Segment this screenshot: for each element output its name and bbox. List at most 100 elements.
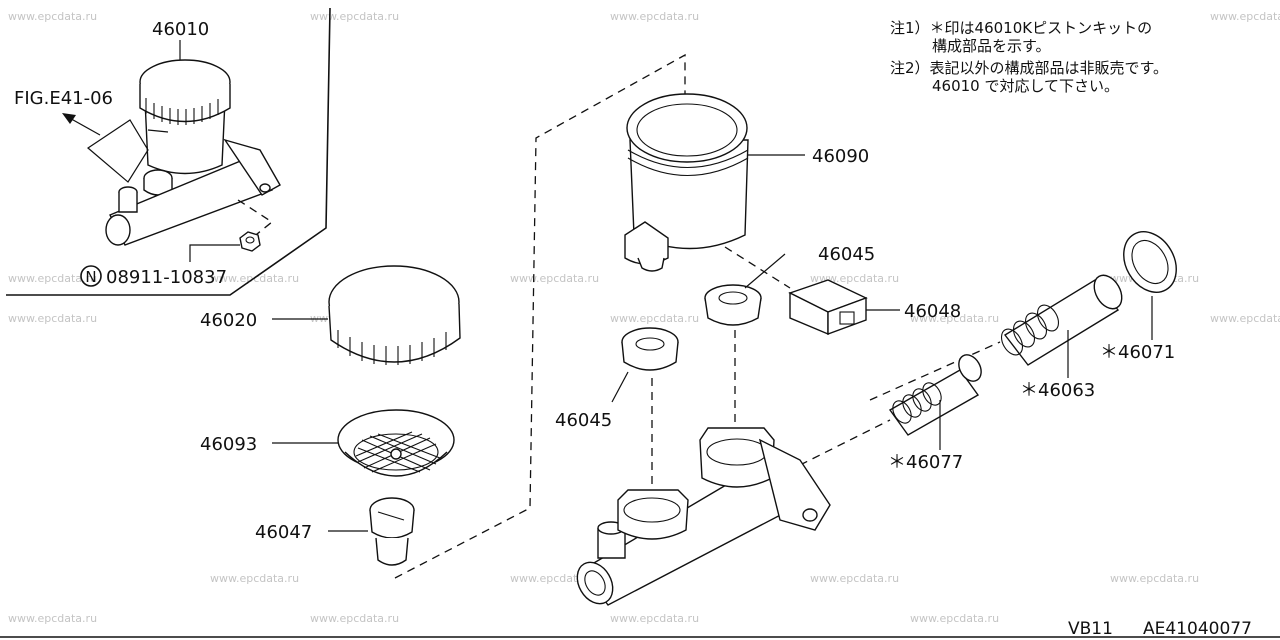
grommet-46047: 46047: [255, 497, 415, 566]
n-circle-icon: [80, 265, 102, 287]
snap-ring-inner: [1131, 239, 1169, 285]
watermark: www.epcdata.ru: [610, 312, 699, 325]
piston-shaft: [888, 369, 980, 436]
fastener-symbol: N: [85, 268, 96, 286]
pin-front: [827, 296, 867, 336]
cylinder-inlet-front: [617, 489, 689, 540]
piston-46077: ＊46077: [888, 354, 982, 473]
grommet-part-number: 46047: [255, 522, 312, 543]
cylinder-inlet-front-bore: [623, 497, 681, 523]
filter-mesh-edge: [353, 433, 439, 471]
piston-head: [1093, 274, 1123, 310]
inset-cap-knurl: [145, 98, 219, 125]
inset-cylinder-bore: [105, 214, 131, 246]
reservoir-opening: [636, 103, 738, 157]
leader-line: [189, 244, 240, 262]
watermark: www.epcdata.ru: [610, 10, 699, 23]
cylinder-body: [576, 427, 831, 606]
watermark: www.epcdata.ru: [910, 312, 999, 325]
watermark: www.epcdata.ru: [810, 572, 899, 585]
inset-nut-hole: [245, 236, 255, 244]
notes-block: 注1）＊印は46010Kピストンキットの 構成部品を示す。 注2）表記以外の構成…: [890, 19, 1168, 95]
leader-line: [611, 371, 629, 403]
seal-hole: [718, 291, 748, 305]
footer: VB11 AE41040077: [0, 619, 1280, 639]
leader-line: [744, 253, 786, 289]
snap-ring-46071: ＊46071: [1100, 231, 1177, 363]
watermark: www.epcdata.ru: [1210, 312, 1280, 325]
watermark: www.epcdata.ru: [310, 10, 399, 23]
leader-line: [147, 129, 169, 133]
seal-lower-part-number: 46045: [555, 410, 612, 431]
seal-body: [704, 297, 762, 326]
cap-46020: 46020: [200, 265, 461, 365]
watermark: www.epcdata.ru: [8, 272, 97, 285]
watermark: www.epcdata.ru: [610, 612, 699, 625]
cylinder-inlet-rear: [699, 427, 775, 488]
dashed-guide: [394, 53, 686, 579]
note-line: 46010 で対応して下さい。: [932, 77, 1119, 95]
fastener-part-number: 08911-10837: [106, 267, 227, 288]
watermark: www.epcdata.ru: [510, 272, 599, 285]
inset-part-number: 46010: [152, 19, 209, 40]
seal-body: [621, 341, 679, 371]
diagram-code: AE41040077: [1143, 619, 1252, 639]
watermark: www.epcdata.ru: [8, 612, 97, 625]
cylinder-bore-hole: [584, 570, 606, 596]
seal-46045-lower: 46045: [555, 327, 679, 431]
filter-center: [390, 448, 402, 460]
note-line: 構成部品を示す。: [932, 37, 1051, 55]
reservoir-rim: [626, 93, 748, 163]
fig-ref-label: FIG.E41-06: [14, 88, 113, 109]
seal-46045-upper: 46045: [704, 244, 875, 326]
arrowhead-icon: [62, 113, 76, 124]
snap-ring-outer: [1123, 231, 1177, 293]
cylinder-flange-hole: [802, 508, 818, 522]
inset-assembly: 46010 FIG.E41-06: [6, 7, 331, 296]
note-line: 注1）＊印は46010Kピストンキットの: [890, 19, 1152, 37]
cap-part-number: 46020: [200, 310, 257, 331]
watermark: www.epcdata.ru: [310, 612, 399, 625]
reservoir-part-number: 46090: [812, 146, 869, 167]
reservoir-46090: 46090: [624, 93, 869, 272]
note-line: 注2）表記以外の構成部品は非販売です。: [890, 59, 1168, 77]
piston-46077-part-number: ＊46077: [888, 452, 963, 473]
reservoir-ring: [627, 149, 749, 169]
dashed-guide: [237, 199, 274, 239]
grommet-body: [369, 509, 415, 539]
seal-hole: [635, 337, 665, 351]
snap-ring-part-number: ＊46071: [1100, 342, 1175, 363]
assembly-guides: [394, 53, 1001, 579]
dashed-guide: [724, 246, 791, 289]
cylinder-bore-end: [576, 561, 614, 605]
filter-46093: 46093: [200, 409, 455, 477]
seal-upper-part-number: 46045: [818, 244, 875, 265]
inset-nut: [239, 231, 261, 252]
piston-spring: [892, 382, 942, 424]
model-code: VB11: [1068, 619, 1113, 639]
grommet-slot: [377, 511, 405, 521]
cap-skirt: [328, 303, 461, 363]
watermark: www.epcdata.ru: [1110, 572, 1199, 585]
inset-port-boss: [118, 192, 138, 213]
grommet-stem: [375, 537, 409, 566]
reservoir-ring: [627, 157, 749, 177]
dashed-guide: [869, 341, 1001, 401]
piston-46063-part-number: ＊46063: [1020, 380, 1095, 401]
inset-callout-bracket: [87, 119, 149, 183]
watermark: www.epcdata.ru: [210, 572, 299, 585]
cylinder-flange: [758, 438, 831, 531]
dashed-guide: [799, 419, 891, 466]
piston-46063: ＊46063: [1000, 274, 1123, 401]
filter-part-number: 46093: [200, 434, 257, 455]
inset-flange-hole: [259, 183, 271, 193]
watermark: www.epcdata.ru: [8, 10, 97, 23]
pin-slot: [839, 311, 855, 325]
piston-spring: [1000, 304, 1060, 356]
reservoir-nozzle-tip: [637, 257, 665, 272]
watermark: www.epcdata.ru: [910, 612, 999, 625]
inset-frame: [6, 7, 331, 296]
cylinder-port-boss: [597, 528, 626, 559]
